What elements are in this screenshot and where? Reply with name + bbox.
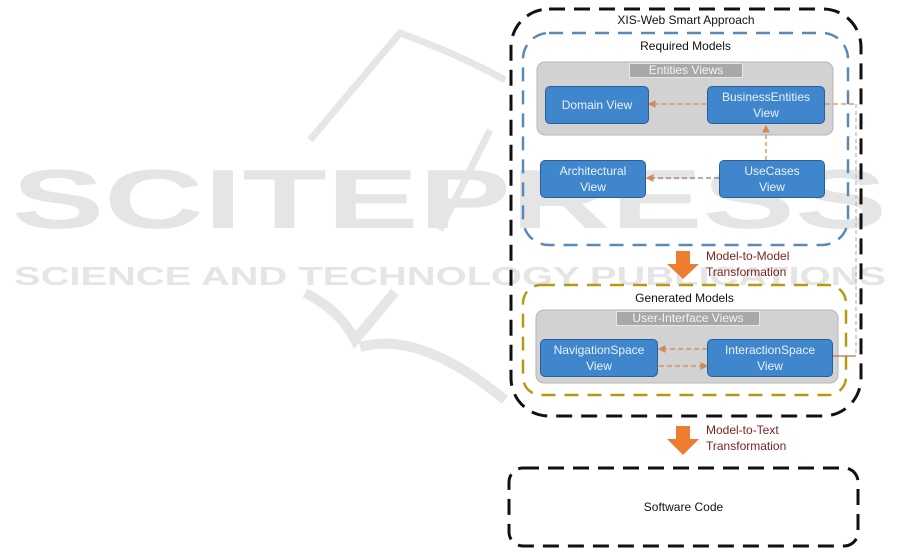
interaction-label-line2: View: [757, 359, 783, 373]
xis-web-title: XIS-Web Smart Approach: [617, 13, 755, 27]
usecases-label-line1: UseCases: [744, 164, 800, 178]
ui-views-label: User-Interface Views: [616, 311, 760, 326]
watermark-swoosh: [307, 28, 507, 143]
entities-views-label: Entities Views: [629, 63, 743, 78]
architectural-label-line1: Architectural: [559, 164, 627, 178]
business-entities-label-line1: BusinessEntities: [721, 90, 811, 104]
m2m-line2: Transformation: [706, 265, 787, 279]
m2t-arrow-icon: [667, 426, 699, 455]
watermark-sub-text: SCIENCE AND TECHNOLOGY PUBLICATIONS: [14, 261, 886, 291]
business-entities-view-node[interactable]: BusinessEntities View: [707, 86, 825, 124]
interaction-label-line1: InteractionSpace: [724, 343, 816, 357]
domain-view-node[interactable]: Domain View: [545, 86, 649, 124]
usecases-label-line2: View: [759, 180, 785, 194]
m2t-transformation-label: Model-to-Text Transformation: [706, 422, 786, 454]
m2t-line2: Transformation: [706, 439, 787, 453]
m2t-line1: Model-to-Text: [706, 423, 779, 437]
interaction-space-view-node[interactable]: InteractionSpace View: [707, 339, 833, 377]
architectural-label-line2: View: [580, 180, 606, 194]
m2m-arrow-icon: [667, 251, 699, 279]
m2m-line1: Model-to-Model: [706, 249, 790, 263]
generated-models-title: Generated Models: [635, 291, 734, 305]
watermark-slash: [436, 128, 494, 232]
navigation-label-line1: NavigationSpace: [553, 343, 645, 357]
business-entities-label-line2: View: [753, 106, 779, 120]
architectural-view-node[interactable]: Architectural View: [540, 160, 646, 198]
watermark-swoosh-lower: [302, 288, 509, 404]
m2m-transformation-label: Model-to-Model Transformation: [706, 248, 789, 280]
xis-web-container: [509, 7, 863, 418]
required-models-container: [521, 31, 850, 247]
navigation-label-line2: View: [586, 359, 612, 373]
generated-models-container: [521, 283, 848, 397]
required-models-title: Required Models: [640, 39, 731, 53]
software-code-container: [507, 466, 860, 548]
usecases-view-node[interactable]: UseCases View: [719, 160, 825, 198]
navigation-space-view-node[interactable]: NavigationSpace View: [540, 339, 658, 377]
domain-view-label: Domain View: [561, 98, 633, 112]
software-code-label: Software Code: [643, 500, 724, 514]
